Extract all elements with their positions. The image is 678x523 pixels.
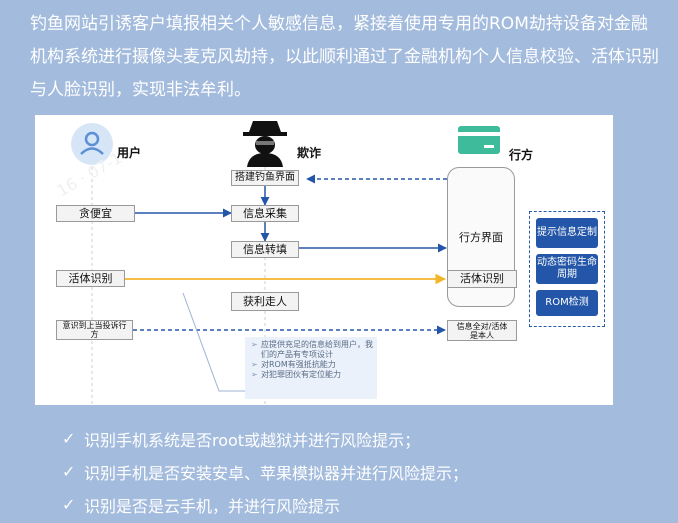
note-connector [182,292,245,392]
box-bank-liveness: 活体识别 [447,270,517,288]
side-btn-prompt: 提示信息定制 [536,218,598,248]
box-user-liveness: 活体识别 [56,270,125,287]
check-text: 识别手机系统是否root或越狱并进行风险提示； [84,430,421,450]
side-btn-dynamic-password: 动态密码生命周期 [536,254,598,284]
box-profit: 获利走人 [231,292,299,311]
box-aware-complaint: 意识到上当投诉行方 [56,320,133,340]
diagram-lines: 16 · 07-16 [54,121,500,405]
defense-group: 提示信息定制 动态密码生命周期 ROM检测 [529,211,605,327]
check-item: ✓ 识别手机是否安装安卓、苹果模拟器并进行风险提示； [62,455,662,488]
user-avatar-icon [71,123,113,165]
side-btn-rom-detect: ROM检测 [536,290,598,316]
check-list: ✓ 识别手机系统是否root或越狱并进行风险提示； ✓ 识别手机是否安装安卓、苹… [62,422,662,521]
check-mark-icon: ✓ [62,495,76,514]
actor-label-bank: 行方 [509,148,534,162]
box-fill: 信息转填 [231,241,299,258]
hacker-icon [243,121,287,167]
check-text: 识别手机是否安装安卓、苹果模拟器并进行风险提示； [84,463,469,483]
note-item: ➢对ROM有强抵抗能力 [251,360,336,369]
check-mark-icon: ✓ [62,429,76,448]
box-phishing: 搭建钓鱼界面 [231,170,299,186]
check-item: ✓ 识别手机系统是否root或越狱并进行风险提示； [62,422,662,455]
check-item: ✓ 识别是否是云手机，并进行风险提示 [62,488,662,521]
intro-paragraph: 钓鱼网站引诱客户填报相关个人敏感信息，紧接着使用专用的ROM劫持设备对金融机构系… [30,14,659,100]
box-collect: 信息采集 [231,205,299,222]
bank-card-icon [458,126,500,154]
box-verified: 信息全对/活体是本人 [447,320,517,341]
box-greed: 贪便宜 [56,205,135,222]
note-item: ➢对犯罪团伙有定位能力 [251,370,341,379]
check-text: 识别是否是云手机，并进行风险提示 [84,496,341,516]
capability-note: ➢应提供充足的信息给到用户，我们的产品有专项设计 ➢对ROM有强抵抗能力 ➢对犯… [245,337,377,399]
fraud-flow-diagram: 16 · 07-16 用户 欺诈 行方 贪便宜 活体识别 意识到上当投诉行方 搭… [35,115,613,405]
actor-label-user: 用户 [117,146,142,160]
check-mark-icon: ✓ [62,462,76,481]
actor-label-fraud: 欺诈 [297,146,322,160]
note-item: ➢应提供充足的信息给到用户，我们的产品有专项设计 [251,340,373,359]
